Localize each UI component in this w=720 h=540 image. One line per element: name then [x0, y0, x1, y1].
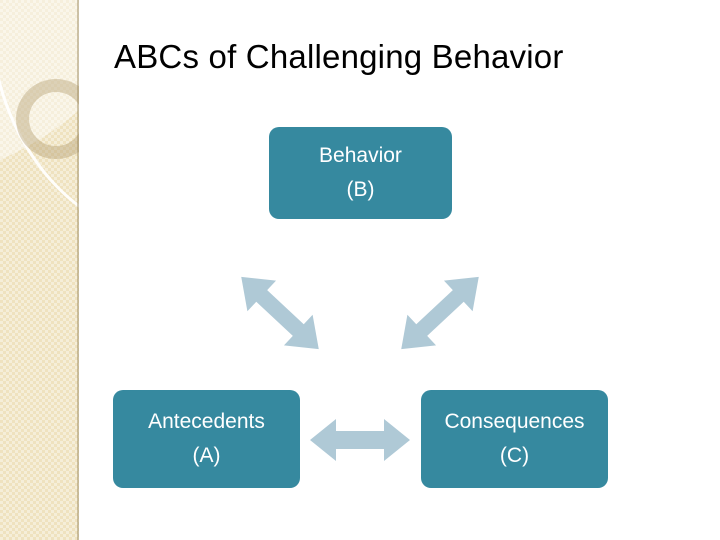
arrow-antecedents-behavior-icon: [241, 276, 319, 350]
diagram-box-consequences-line2: (C): [499, 444, 530, 467]
diagram-box-antecedents-line1: Antecedents: [148, 410, 265, 433]
arrow-antecedents-consequences-icon: [310, 419, 410, 461]
diagram-box-behavior-line1: Behavior: [319, 144, 402, 167]
decorative-sidebar: [0, 0, 79, 540]
sidebar-edge-line: [77, 0, 79, 540]
diagram-box-behavior-line2: (B): [346, 178, 375, 201]
diagram-box-antecedents[interactable]: Antecedents (A): [113, 390, 300, 488]
diagram-box-behavior[interactable]: Behavior (B): [269, 127, 452, 219]
page-title: ABCs of Challenging Behavior: [114, 38, 564, 75]
diagram-box-consequences[interactable]: Consequences (C): [421, 390, 608, 488]
diagram-box-antecedents-line2: (A): [192, 444, 221, 467]
arrow-behavior-consequences-icon: [401, 276, 479, 350]
diagram-box-consequences-line1: Consequences: [444, 410, 585, 433]
